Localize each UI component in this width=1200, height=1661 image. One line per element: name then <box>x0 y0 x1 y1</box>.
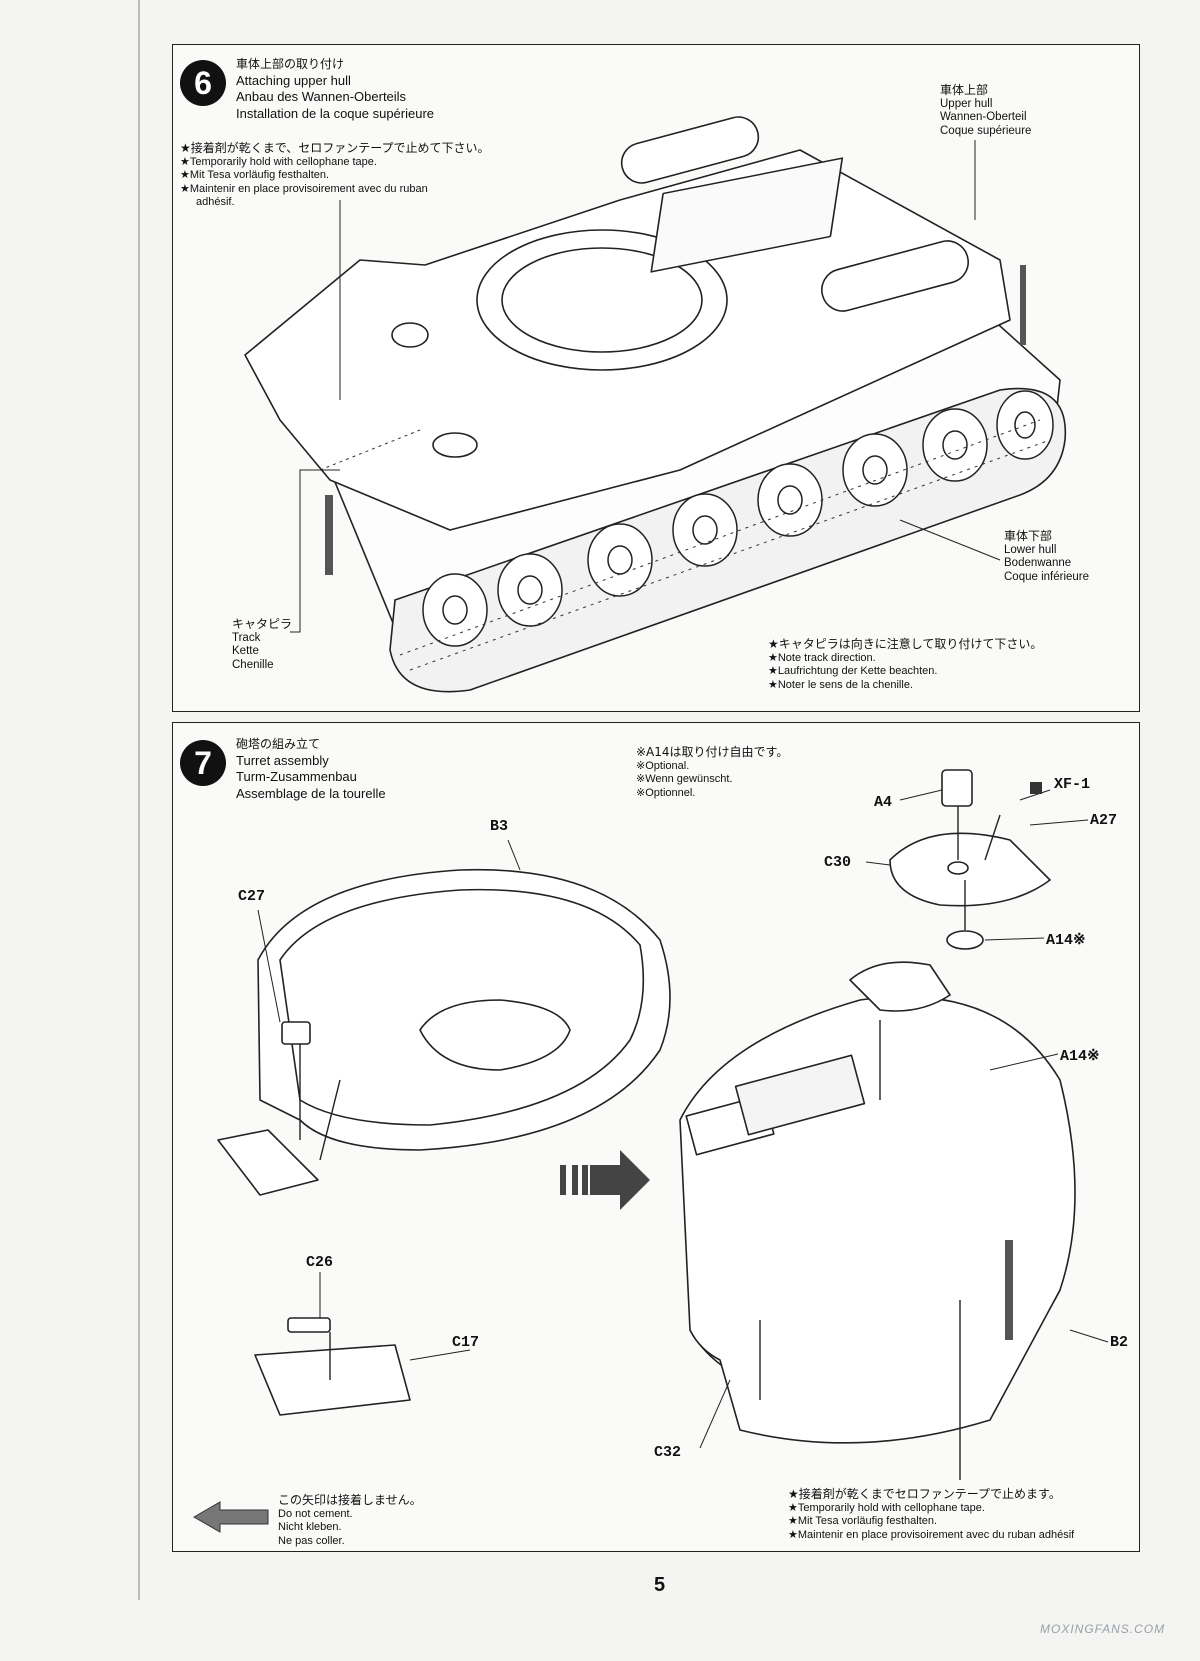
upper-hull-de: Wannen-Oberteil <box>940 111 1027 123</box>
track-links <box>319 419 1051 671</box>
do-not-cement-arrow-icon <box>192 1501 269 1533</box>
c30-hatch <box>889 832 1051 907</box>
optional-fr: ※Optionnel. <box>636 786 696 799</box>
next-step-arrow-icon <box>560 1150 650 1210</box>
track-de: Kette <box>232 645 259 657</box>
upper-hull-fr: Coque supérieure <box>940 124 1032 137</box>
optional-jp: ※A14は取り付け自由です。 <box>636 745 789 759</box>
fuel-drum-2 <box>821 240 969 312</box>
tape-note-jp: ★接着剤が乾くまで、セロファンテープで止めて下さい。 <box>180 141 490 155</box>
part-c27: C27 <box>238 888 266 905</box>
track-note-jp: ★キャタピラは向きに注意して取り付けて下さい。 <box>768 637 1043 651</box>
part-b2: B2 <box>1110 1334 1129 1351</box>
tape-strip-turret <box>1005 1240 1013 1340</box>
lower-hull-leader <box>899 519 1001 561</box>
part-xf1: XF-1 <box>1054 776 1091 793</box>
track-jp: キャタピラ <box>232 617 293 631</box>
c27-part <box>281 1021 311 1045</box>
tape-note-en: ★Temporarily hold with cellophane tape. <box>180 155 377 168</box>
tape7-de: ★Mit Tesa vorläufig festhalten. <box>788 1515 938 1527</box>
track-note-fr: ★Noter le sens de la chenille. <box>768 678 913 691</box>
tape-note-fr2: adhésif. <box>196 196 235 208</box>
upper-hull-jp: 車体上部 <box>940 83 989 97</box>
road-wheels <box>422 390 1054 647</box>
track-leader <box>290 469 340 633</box>
tape7-en: ★Temporarily hold with cellophane tape. <box>788 1501 985 1514</box>
legend-jp: この矢印は接着しません。 <box>278 1493 422 1507</box>
legend-text: この矢印は接着しません。 Do not cement. Nicht kleben… <box>278 1493 422 1548</box>
part-a14-turret: A14※ <box>1060 1048 1100 1065</box>
part-c32: C32 <box>654 1444 682 1461</box>
step-6-title-en: Attaching upper hull <box>236 72 351 88</box>
engine-grille-turret <box>734 1054 866 1136</box>
track-note-de: ★Laufrichtung der Kette beachten. <box>768 665 938 677</box>
tape7-jp: ★接着剤が乾くまでセロファンテープで止めます。 <box>788 1487 1061 1501</box>
step-7-title-de: Turm-Zusammenbau <box>236 769 357 784</box>
track-fr: Chenille <box>232 658 274 671</box>
c26-part <box>287 1317 331 1333</box>
lower-hull-fr: Coque inférieure <box>1004 570 1090 583</box>
engine-deck <box>650 157 844 273</box>
hatch-plate-left <box>217 1129 319 1196</box>
b3-hatch-opening <box>419 999 571 1071</box>
track-note-en: ★Note track direction. <box>768 651 876 664</box>
step-7-title-fr: Assemblage de la tourelle <box>236 785 386 801</box>
upper-hull-label: 車体上部 Upper hull Wannen-Oberteil Coque su… <box>940 83 1032 138</box>
label-leaders <box>257 789 1109 1449</box>
turret-top-hatch <box>849 961 951 1012</box>
tape-strips <box>325 265 1026 575</box>
step-6-tape-note: ★接着剤が乾くまで、セロファンテープで止めて下さい。 ★Temporarily … <box>180 141 490 210</box>
lower-hull-de: Bodenwanne <box>1004 557 1072 569</box>
part-c26: C26 <box>306 1254 334 1271</box>
step-7-title-jp: 砲塔の組み立て <box>236 737 321 751</box>
xf1-paint-icon <box>1030 782 1042 794</box>
optional-note: ※A14は取り付け自由です。 ※Optional. ※Wenn gewünsch… <box>636 745 789 800</box>
part-b3: B3 <box>490 818 509 835</box>
part-a27: A27 <box>1090 812 1118 829</box>
legend-fr: Ne pas coller. <box>278 1534 345 1547</box>
lower-hull-jp: 車体下部 <box>1004 529 1053 543</box>
binding-line <box>138 0 140 1600</box>
driver-hatch <box>391 322 429 348</box>
c17-plate <box>254 1344 411 1416</box>
fuel-drum-1 <box>620 116 760 184</box>
tape-note-fr1: ★Maintenir en place provisoirement avec … <box>180 182 428 195</box>
tape7-fr: ★Maintenir en place provisoirement avec … <box>788 1528 1075 1541</box>
step-6-title: 車体上部の取り付け Attaching upper hull Anbau des… <box>236 56 434 122</box>
track-en: Track <box>232 631 261 644</box>
part-c30: C30 <box>824 854 852 871</box>
assembly-lines <box>299 806 1001 1480</box>
tape-note-de: ★Mit Tesa vorläufig festhalten. <box>180 169 330 181</box>
part-c17: C17 <box>452 1334 480 1351</box>
a14-part <box>946 930 984 950</box>
step-6-title-fr: Installation de la coque supérieure <box>236 105 435 121</box>
step-7-title-en: Turret assembly <box>236 752 329 768</box>
a4-periscope <box>941 769 973 807</box>
legend-de: Nicht kleben. <box>278 1521 342 1533</box>
optional-de: ※Wenn gewünscht. <box>636 773 733 785</box>
watermark: MOXINGFANS.COM <box>1040 1622 1166 1636</box>
track-label: キャタピラ Track Kette Chenille <box>232 617 293 672</box>
step-6-title-jp: 車体上部の取り付け <box>236 57 345 71</box>
lower-hull-en: Lower hull <box>1004 543 1057 556</box>
part-a14-top: A14※ <box>1046 932 1086 949</box>
lower-hull-label: 車体下部 Lower hull Bodenwanne Coque inférie… <box>1004 529 1090 584</box>
legend-en: Do not cement. <box>278 1507 353 1520</box>
page-number: 5 <box>654 1574 666 1596</box>
upper-hull-en: Upper hull <box>940 97 993 110</box>
step-7-number: 7 <box>180 740 226 786</box>
step-7-title: 砲塔の組み立て Turret assembly Turm-Zusammenbau… <box>236 736 386 802</box>
optional-en: ※Optional. <box>636 759 690 772</box>
step-6-title-de: Anbau des Wannen-Oberteils <box>236 89 407 104</box>
part-a4: A4 <box>874 794 893 811</box>
step-6-number: 6 <box>180 60 226 106</box>
step-7-tape-note: ★接着剤が乾くまでセロファンテープで止めます。 ★Temporarily hol… <box>788 1487 1075 1542</box>
track-direction-note: ★キャタピラは向きに注意して取り付けて下さい。 ★Note track dire… <box>768 637 1043 692</box>
